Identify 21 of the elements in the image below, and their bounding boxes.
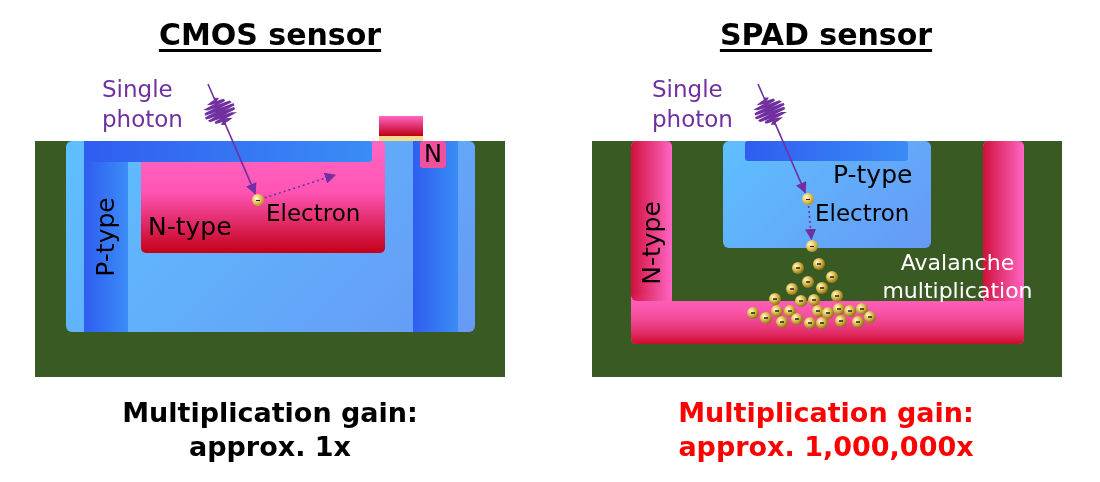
- photon-label: Single photon: [102, 75, 184, 134]
- region-label: P-type: [833, 161, 913, 189]
- region-label: N-type: [638, 201, 666, 285]
- region-label: N: [424, 141, 442, 168]
- region-label: N-type: [148, 213, 232, 241]
- arrow: [804, 205, 817, 241]
- electron-label: Electron: [815, 201, 910, 227]
- photon-label: Single photon: [652, 75, 734, 134]
- p-type-well: [66, 141, 475, 332]
- panel-title: CMOS sensor: [157, 16, 383, 54]
- gain-caption: Multiplication gain: approx. 1x: [121, 396, 419, 464]
- electron-ball: [802, 193, 814, 205]
- gain-caption: Multiplication gain: approx. 1,000,000x: [677, 396, 975, 464]
- arrow: [207, 83, 257, 195]
- arrow: [263, 172, 337, 199]
- arrow: [757, 83, 807, 194]
- region-label: P-type: [92, 197, 120, 277]
- electron-ball: [252, 194, 264, 206]
- p-type-region: [723, 141, 931, 248]
- electron-label: Electron: [266, 201, 361, 227]
- panel-title: SPAD sensor: [718, 16, 934, 54]
